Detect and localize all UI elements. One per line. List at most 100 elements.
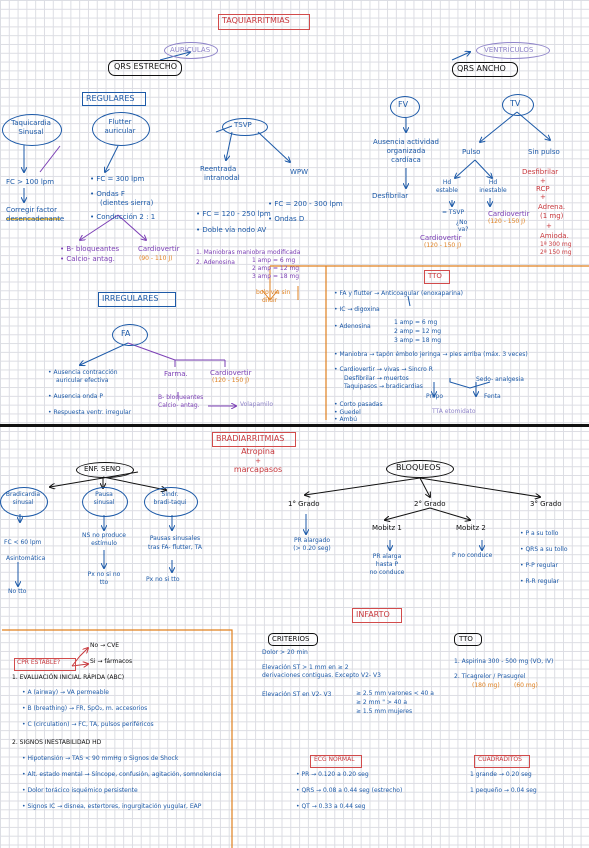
criterios: CRITERIOS — [272, 635, 310, 643]
adrena-2: (1 mg) — [540, 212, 564, 220]
tv-label: TV — [510, 99, 521, 108]
ticagrelor: 2. Ticagrelor / Prasugrel — [454, 673, 526, 680]
ausencia-2: organizada — [386, 147, 426, 155]
fa-oval — [112, 324, 148, 346]
pausa-1: Pausa — [95, 491, 113, 498]
regulares-label: REGULARES — [86, 94, 135, 103]
cuad-item-1: 1 grande → 0.20 seg — [470, 771, 532, 778]
px-no-tto-1: Px no si no — [87, 571, 121, 578]
adrena-3: + — [546, 222, 552, 230]
reentrada-2: intranodal — [204, 174, 240, 182]
elevacion-v2v3: Elevación ST en V2- V3 — [262, 691, 332, 698]
tto-dosis-2: 2 amp = 12 mg — [394, 328, 442, 335]
criterios-box — [268, 633, 318, 646]
cardiov-flutter-2: (90 - 110 J) — [139, 255, 173, 262]
signos-heading: 2. SIGNOS INESTABILIDAD HD — [12, 739, 102, 746]
aspirina: 1. Aspirina 300 - 500 mg (VO, IV) — [454, 658, 554, 665]
desf-sinpulso-1: Desfibrilar — [522, 168, 559, 176]
ausencia-1: Ausencia actividad — [372, 138, 439, 146]
fc-wpw: • FC = 200 - 300 lpm — [268, 200, 343, 208]
hd-estable-1: Hd — [442, 179, 452, 186]
tto-item-5: • Cardiovertir → vivas → Sincro R — [334, 366, 433, 373]
cardiov-estable-2: (120 - 150 J) — [424, 242, 462, 249]
tto-item-4: • Maniobra → tapón émbolo jeringa → pies… — [334, 351, 528, 358]
g3-item-3: • P-P regular — [520, 562, 559, 569]
bradi-sinusal-1: Bradicardia — [5, 491, 41, 498]
cuadraditos-box — [474, 755, 530, 768]
no-va-1: ¿No — [456, 219, 468, 226]
bradi-sinusal-2: sinusal — [12, 499, 34, 506]
auriculas-oval — [164, 42, 218, 59]
cardiov-fa-2: (120 - 150 J) — [212, 377, 250, 384]
cuad-item-2: 1 pequeño → 0.04 seg — [470, 787, 537, 794]
elev-item-1: ≥ 2.5 mm varones < 40 a — [356, 690, 434, 697]
flutter-oval — [92, 112, 150, 146]
g3-item-4: • R-R regular — [520, 578, 560, 585]
atropina-plus: + — [255, 457, 261, 465]
cpr-box — [14, 658, 76, 671]
no-tto: No tto — [8, 588, 27, 595]
dolor: Dolor > 20 min — [262, 649, 308, 656]
qrs-ancho-box — [452, 62, 518, 77]
hd-inestable-2: inestable — [479, 187, 507, 194]
fv-oval — [390, 96, 420, 118]
grado-2: 2° Grado — [414, 500, 446, 508]
ventriculos-oval — [476, 42, 550, 59]
hd-estable-2: estable — [435, 187, 458, 194]
corregir-2: desencadenante — [6, 215, 65, 223]
ecg-item-3: • QT → 0.33 a 0.44 seg — [296, 803, 366, 810]
no-va-2: va? — [458, 226, 469, 233]
sindrome-2: bradi-taqui — [153, 499, 187, 506]
b-bloqueantes: • B- bloqueantes — [60, 245, 120, 253]
tta-etomidato: TTA etomidato — [432, 408, 476, 415]
flutter-1: Flutter — [108, 118, 132, 126]
mobitz-2: Mobitz 2 — [456, 524, 486, 532]
ondas-d: • Ondas D — [268, 215, 305, 223]
fa-left-4: • Respuesta ventr. irregular — [48, 409, 132, 416]
ecg-normal: ECG NORMAL — [314, 756, 355, 763]
taqui-title-box — [218, 14, 310, 30]
eval-item-3: • C (circulation) → FC, TA, pulsos perif… — [22, 721, 154, 728]
infarto-tto-box — [454, 633, 482, 646]
tto-item-1: • FA y flutter → Anticoagular (enoxapari… — [334, 290, 463, 297]
fc-60: FC < 60 lpm — [4, 539, 42, 546]
desf-sinpulso-4: + — [540, 193, 546, 201]
sedo-analgesia: Sedo- analgesia — [476, 376, 524, 383]
fa-calcio: Calcio- antag. — [158, 402, 200, 409]
ecg-item-2: • QRS → 0.08 a 0.44 seg (estrecho) — [296, 787, 403, 794]
pulso: Pulso — [462, 148, 481, 156]
ondas-f-1: • Ondas F — [90, 190, 125, 198]
cardiov-fa-1: Cardiovertir — [210, 369, 252, 377]
cardiov-inestable-1: Cardiovertir — [488, 210, 530, 218]
farma-label: Farma. — [164, 370, 188, 378]
pr-alarga-3: no conduce — [369, 569, 405, 576]
enf-seno: ENF. SENO — [84, 465, 121, 473]
g3-item-1: • P a su tollo — [520, 530, 559, 537]
fa-left-3: • Ausencia onda P — [48, 393, 104, 400]
g3-item-2: • QRS a su tollo — [520, 546, 568, 553]
eval-heading: 1. EVALUACIÓN INICIAL RÁPIDA (ABC) — [12, 674, 125, 681]
tto-item-7: Taquipasos → bradicardias — [344, 383, 423, 390]
pausas-1: Pausas sinusales — [149, 535, 201, 542]
qrs-estrecho-box — [108, 60, 182, 76]
tto-extra-1: • Corto pasadas — [334, 401, 383, 408]
tto-dosis-1: 1 amp = 6 mg — [394, 319, 438, 326]
elevacion-1: Elevación ST > 1 mm en ≥ 2 — [262, 664, 349, 671]
irregulares-box — [98, 292, 176, 307]
pr-alarga-1: PR alarga — [372, 553, 402, 560]
pausas-2: tras FA- flutter, TA — [147, 544, 203, 551]
si-farmacos: Si → fármacos — [90, 658, 133, 665]
hd-inestable-1: Hd — [488, 179, 498, 186]
adenosina: 2. Adenosina — [196, 259, 235, 266]
taq-sinusal-1: Taquicardia — [11, 119, 51, 127]
pausa-2: sinusal — [93, 499, 115, 506]
adrena-1: Adrena. — [538, 203, 566, 211]
marcapasos: marcapasos — [233, 465, 283, 474]
fc-reentrada: • FC = 120 - 250 lpm — [196, 210, 271, 218]
bradi-title-box — [212, 432, 296, 447]
tto-item-2: • IC → digoxina — [334, 306, 380, 313]
tto-box — [424, 270, 450, 284]
bloqueos: BLOQUEOS — [396, 463, 441, 472]
ns-produce-2: estímulo — [91, 540, 117, 547]
